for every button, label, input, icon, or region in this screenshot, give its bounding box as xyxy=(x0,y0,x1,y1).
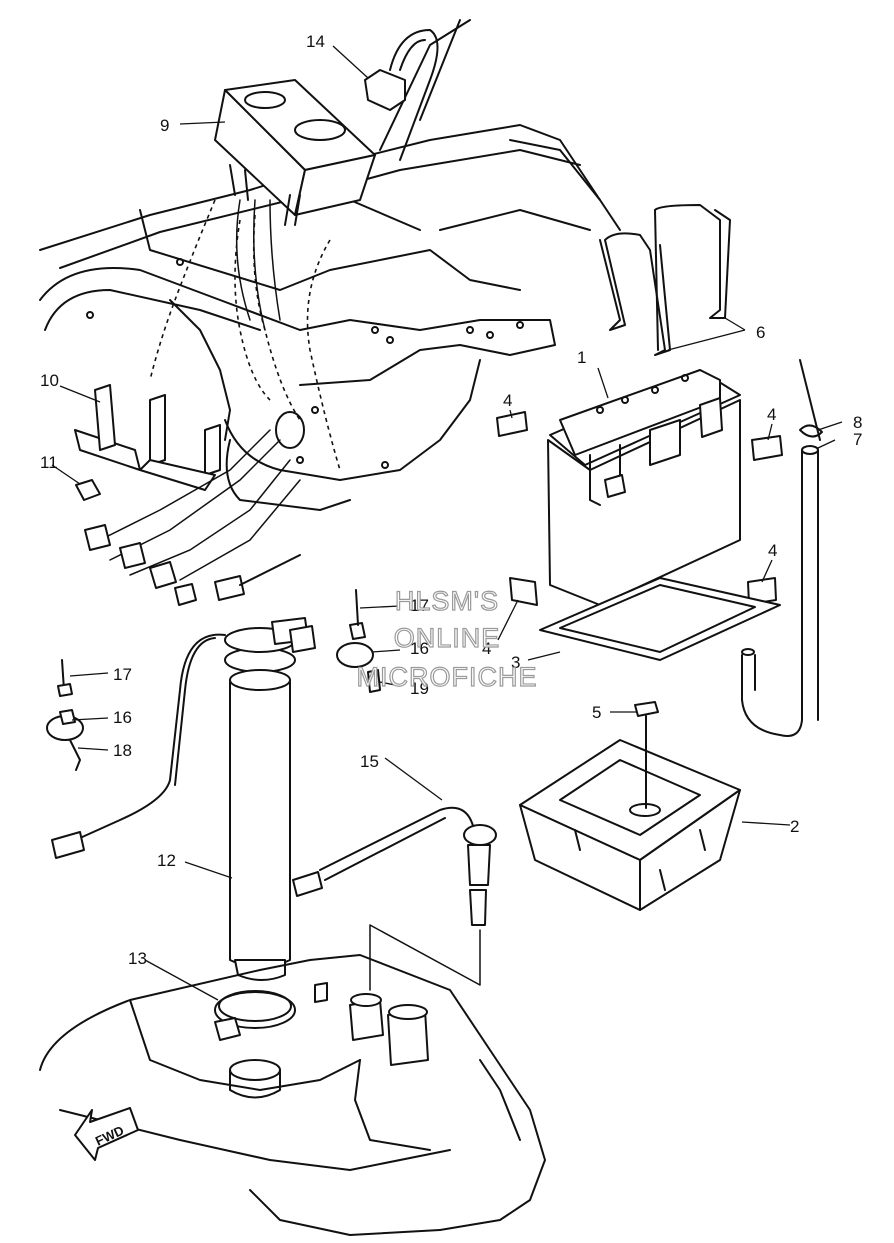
callout-5: 5 xyxy=(592,703,601,722)
callout-17b: 17 xyxy=(410,596,429,615)
callout-8: 8 xyxy=(853,413,862,432)
callout-4a: 4 xyxy=(503,391,512,410)
straps-6 xyxy=(599,204,746,356)
callout-13: 13 xyxy=(128,949,147,968)
callout-18: 18 xyxy=(113,741,132,760)
pin-17a xyxy=(57,659,73,697)
clip-8 xyxy=(799,424,823,438)
callout-3: 3 xyxy=(511,653,520,672)
watermark-line-3: MICROFICHE xyxy=(357,662,538,692)
callout-12: 12 xyxy=(157,851,176,870)
watermark-line-1: HLSM'S xyxy=(395,586,499,616)
battery-1 xyxy=(547,369,741,606)
bolt-5 xyxy=(634,701,659,809)
fuel-tank xyxy=(39,954,546,1236)
tie-18 xyxy=(69,739,81,771)
tie-19 xyxy=(367,669,381,693)
callout-16b: 16 xyxy=(410,639,429,658)
callout-16a: 16 xyxy=(113,708,132,727)
watermark-line-2: ONLINE xyxy=(394,623,501,653)
clamp-16b xyxy=(336,622,374,668)
callout-4b: 4 xyxy=(767,405,776,424)
sensor-15 xyxy=(292,806,497,991)
callout-2: 2 xyxy=(790,817,799,836)
band-13 xyxy=(214,990,296,1041)
pin-17b xyxy=(355,589,359,626)
cover-9 xyxy=(214,79,376,331)
hull-frame xyxy=(39,19,621,511)
grommets-tank xyxy=(229,982,429,1099)
callout-6: 6 xyxy=(756,323,765,342)
battery-box-2 xyxy=(519,739,741,911)
callout-10: 10 xyxy=(40,371,59,390)
watermark: HLSM'S ONLINE MICROFICHE xyxy=(356,585,538,692)
pad-4c xyxy=(509,577,538,606)
leader-lines xyxy=(51,45,843,1001)
clip-11 xyxy=(75,479,101,501)
callout-4d: 4 xyxy=(482,639,491,658)
callout-15: 15 xyxy=(360,752,379,771)
callout-9: 9 xyxy=(160,116,169,135)
callout-numbers: 1 2 3 4 4 4 4 5 6 7 8 9 10 11 12 13 14 1… xyxy=(40,32,862,968)
bracket-10 xyxy=(74,384,221,491)
clamp-16a xyxy=(46,709,84,741)
grommet-14 xyxy=(364,29,439,161)
callout-14: 14 xyxy=(306,32,325,51)
vent-tube-7 xyxy=(741,359,821,737)
callout-19: 19 xyxy=(410,679,429,698)
wire-harness xyxy=(84,429,301,606)
callout-17a: 17 xyxy=(113,665,132,684)
callout-4c: 4 xyxy=(768,541,777,560)
callout-7: 7 xyxy=(853,430,862,449)
fuel-sender-12 xyxy=(51,617,316,981)
pad-4d xyxy=(747,577,777,605)
callout-1: 1 xyxy=(577,348,586,367)
pad-4b xyxy=(751,435,783,461)
pad-4a xyxy=(496,411,528,437)
mat-3 xyxy=(539,577,781,661)
callout-11: 11 xyxy=(40,453,58,472)
